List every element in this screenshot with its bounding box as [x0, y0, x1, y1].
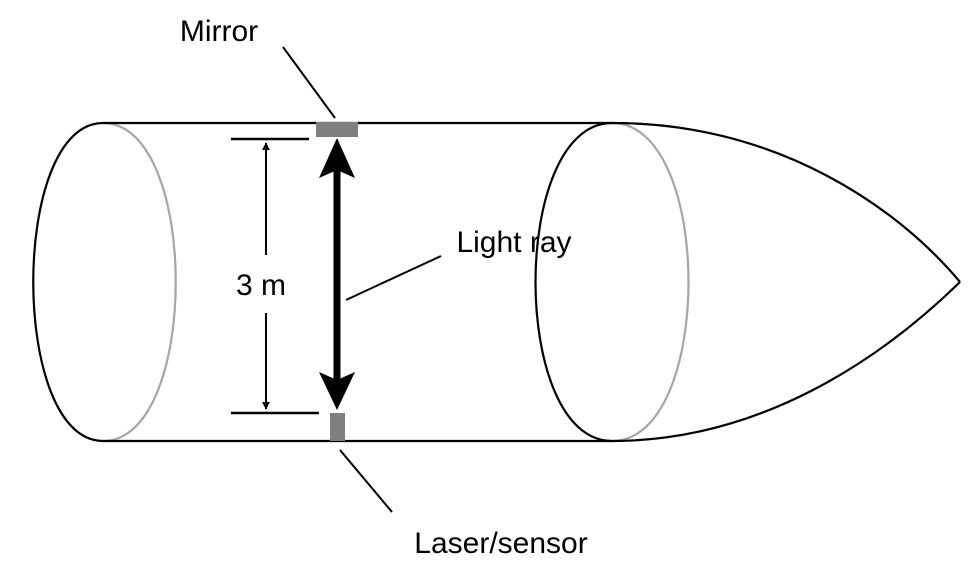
light-ray-arrowhead-down	[319, 372, 355, 410]
mirror	[316, 122, 358, 137]
light-ray-arrowhead-up	[319, 138, 355, 178]
left-cap-back-edge	[102, 121, 177, 443]
nose-cone-top	[611, 121, 961, 283]
mirror-label: Mirror	[180, 15, 258, 48]
mirror-leader-line	[282, 46, 336, 119]
right-cap-front-edge	[534, 121, 613, 443]
distance-label: 3 m	[236, 269, 286, 302]
light-ray-leader-line	[345, 255, 442, 301]
light-ray-label: Light ray	[456, 226, 571, 259]
nose-cone-bottom	[611, 281, 961, 443]
laser-sensor-label: Laser/sensor	[414, 527, 587, 560]
right-cap-back-edge	[611, 121, 690, 443]
laser-sensor	[330, 413, 345, 441]
laser-leader-line	[339, 449, 393, 513]
left-cap-front-edge	[32, 121, 104, 443]
